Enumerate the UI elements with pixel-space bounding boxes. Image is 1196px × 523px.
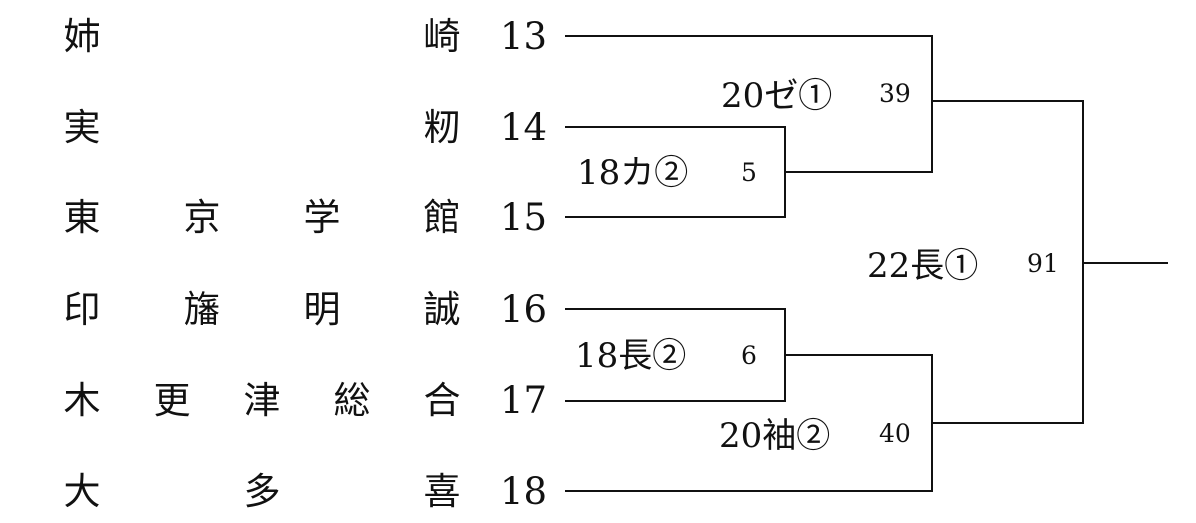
team-name-char: 津 bbox=[243, 379, 281, 422]
team-name-char: 明 bbox=[303, 288, 341, 331]
bracket-line-game-39 bbox=[565, 35, 933, 173]
team-name-char: 多 bbox=[243, 470, 281, 513]
team-name-char: 籾 bbox=[423, 106, 461, 149]
team-row-17: 木 更 津 総 合 bbox=[60, 379, 461, 422]
game-number-91: 91 bbox=[1027, 249, 1059, 278]
team-row-16: 印 旛 明 誠 bbox=[60, 288, 461, 331]
team-seed-13: 13 bbox=[500, 15, 548, 58]
team-name-char: 喜 bbox=[423, 470, 461, 513]
game-number-40: 40 bbox=[879, 419, 911, 448]
team-seed-18: 18 bbox=[500, 470, 548, 513]
game-number-39: 39 bbox=[879, 79, 911, 108]
team-name-char: 総 bbox=[333, 379, 371, 422]
team-name-char: 更 bbox=[153, 379, 191, 422]
team-name-char: 実 bbox=[63, 106, 101, 149]
team-seed-16: 16 bbox=[500, 288, 548, 331]
team-row-18: 大 多 喜 bbox=[60, 470, 461, 513]
team-name-char: 合 bbox=[423, 379, 461, 422]
team-name-char: 姉 bbox=[63, 15, 101, 58]
team-name-char: 東 bbox=[63, 196, 101, 239]
team-name-char: 大 bbox=[63, 470, 101, 513]
game-label-91: 22長① bbox=[867, 246, 979, 286]
team-row-13: 姉 崎 bbox=[60, 15, 461, 58]
team-name-char: 印 bbox=[63, 288, 101, 331]
game-label-39: 20ゼ① bbox=[721, 76, 833, 116]
team-seed-17: 17 bbox=[500, 379, 548, 422]
team-name-char: 学 bbox=[303, 196, 341, 239]
team-seed-14: 14 bbox=[500, 106, 548, 149]
team-name-char: 館 bbox=[423, 196, 461, 239]
team-name-char: 木 bbox=[63, 379, 101, 422]
team-row-15: 東 京 学 館 bbox=[60, 196, 461, 239]
team-name-char: 京 bbox=[183, 196, 221, 239]
game-label-6: 18長② bbox=[575, 336, 687, 376]
team-row-14: 実 籾 bbox=[60, 106, 461, 149]
team-name-char: 崎 bbox=[423, 15, 461, 58]
game-label-40: 20袖② bbox=[719, 416, 831, 456]
game-number-6: 6 bbox=[741, 341, 757, 370]
team-name-char: 旛 bbox=[183, 288, 221, 331]
team-seed-15: 15 bbox=[500, 196, 548, 239]
team-name-char: 誠 bbox=[423, 288, 461, 331]
game-label-5: 18カ② bbox=[577, 153, 689, 193]
game-number-5: 5 bbox=[741, 158, 757, 187]
